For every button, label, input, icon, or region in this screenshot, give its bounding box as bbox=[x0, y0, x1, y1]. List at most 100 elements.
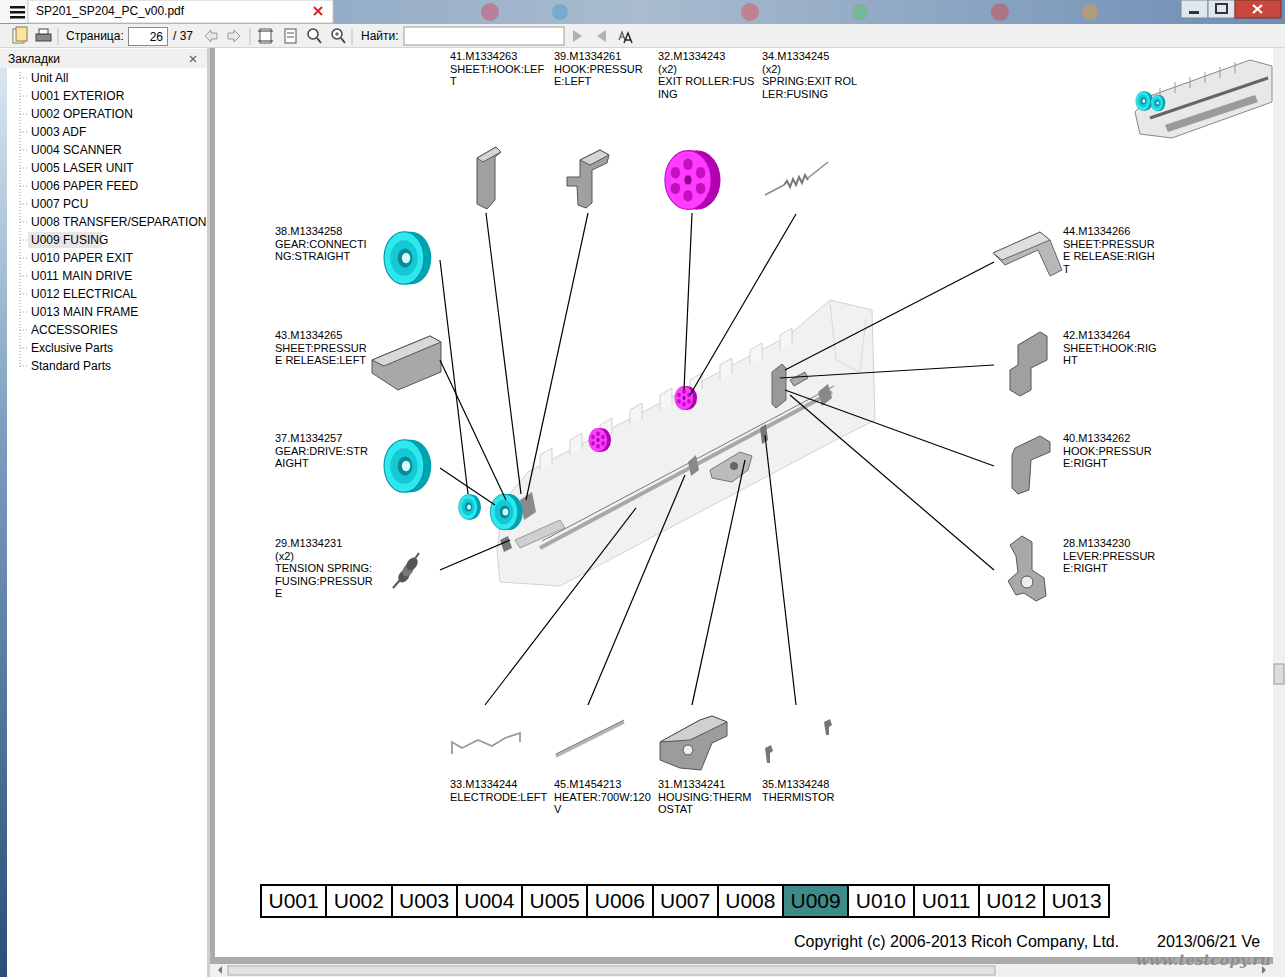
part-icons-part bbox=[414, 553, 419, 560]
bookmark-panel-part bbox=[0, 49, 208, 68]
bookmark-panel-part bbox=[0, 48, 208, 977]
callout-number: 37.M1334257 bbox=[275, 432, 373, 445]
unit-tab: U002 bbox=[325, 884, 392, 918]
part-description: (x2) bbox=[275, 550, 373, 563]
part-description: HEATER:700W:120V bbox=[554, 791, 652, 816]
bookmark-item: U012 ELECTRICAL bbox=[31, 287, 137, 301]
callout-number: 43.M1334265 bbox=[275, 329, 373, 342]
title-bar-part bbox=[1253, 5, 1262, 13]
part-description-slot: SHEET:HOOK:RIGHT bbox=[1063, 342, 1161, 367]
bookmark-item: Standard Parts bbox=[31, 359, 111, 373]
toolbar-part bbox=[352, 28, 353, 45]
part-icons-part bbox=[665, 151, 721, 210]
bookmark-item-slot: U006 PAPER FEED bbox=[31, 179, 138, 193]
part-description-slot: GEAR:CONNECTING:STRAIGHT bbox=[275, 238, 373, 263]
part-description: HOOK:PRESSURE:LEFT bbox=[554, 63, 652, 88]
callout-block: 38.M1334258GEAR:CONNECTING:STRAIGHT bbox=[275, 225, 373, 263]
document-area bbox=[210, 48, 1285, 977]
part-number-slot: 33.M1334244 bbox=[450, 778, 548, 791]
part-number-slot: 39.M1334261 bbox=[554, 50, 652, 63]
bookmark-item-slot: U011 MAIN DRIVE bbox=[31, 269, 132, 283]
callout-block: 45.M1454213HEATER:700W:120V bbox=[554, 778, 652, 816]
bookmark-item-slot: U007 PCU bbox=[31, 197, 88, 211]
part-description-slot: HOOK:PRESSURE:LEFT bbox=[554, 63, 652, 88]
leader-lines-part bbox=[690, 214, 796, 395]
title-bar-part bbox=[314, 7, 322, 15]
unit-tab: U005 bbox=[521, 884, 588, 918]
bookmark-item: U001 EXTERIOR bbox=[31, 89, 124, 103]
title-bar-part bbox=[10, 6, 25, 9]
bookmark-item: U010 PAPER EXIT bbox=[31, 251, 133, 265]
part-icons-part bbox=[1012, 436, 1050, 494]
part-description: GEAR:DRIVE:STRAIGHT bbox=[275, 445, 373, 470]
part-description-slot: HEATER:700W:120V bbox=[554, 791, 652, 816]
part-icons-part bbox=[404, 555, 420, 572]
fusing-assembly-part bbox=[730, 462, 738, 470]
part-icons-part bbox=[452, 733, 520, 754]
part-description: TENSION SPRING:FUSING:PRESSURE bbox=[275, 562, 373, 600]
toolbar-part bbox=[287, 33, 294, 37]
part-description: SPRING:EXIT ROLLER:FUSING bbox=[762, 75, 860, 100]
bookmark-item-slot: Unit All bbox=[31, 71, 68, 85]
callout-block: 33.M1334244ELECTRODE:LEFT bbox=[450, 778, 548, 803]
callout-number: 31.M1334241 bbox=[658, 778, 756, 791]
leader-lines-part bbox=[780, 365, 994, 378]
part-description-slot: LEVER:PRESSURE:RIGHT bbox=[1063, 550, 1161, 575]
callout-number: 41.M1334263 bbox=[450, 50, 548, 63]
title-bar-part bbox=[0, 0, 333, 23]
document-area-part bbox=[210, 48, 1273, 964]
part-icons-part bbox=[393, 580, 400, 588]
bookmark-item-slot: U005 LASER UNIT bbox=[31, 161, 134, 175]
title-bar-part bbox=[10, 16, 25, 19]
toolbar-part bbox=[308, 29, 318, 39]
copyright-note-slot: Copyright (c) 2006-2013 Ricoh Company, L… bbox=[794, 932, 1119, 951]
toolbar-label: Найти: bbox=[361, 29, 399, 43]
title-bar-part bbox=[481, 3, 499, 21]
fusing-assembly-part bbox=[540, 328, 792, 470]
part-description-slot: SPRING:EXIT ROLLER:FUSING bbox=[762, 75, 860, 100]
bookmark-panel-part bbox=[0, 68, 7, 977]
part-number-slot: 34.M1334245 bbox=[762, 50, 860, 63]
unit-tab: U009 bbox=[782, 884, 849, 918]
toolbar-part bbox=[317, 38, 321, 43]
title-bar-part bbox=[10, 11, 25, 14]
unit-tab-label: U002 bbox=[334, 889, 384, 913]
bookmark-item-slot: Exclusive Parts bbox=[31, 341, 113, 355]
toolbar-part bbox=[36, 34, 51, 41]
part-icons-part bbox=[993, 232, 1050, 260]
unit-tab-label: U011 bbox=[922, 889, 971, 913]
unit-tab: U006 bbox=[586, 884, 653, 918]
toolbar-part bbox=[58, 28, 59, 45]
thumbnail-assembly-part bbox=[1165, 95, 1258, 132]
part-description-slot: EXIT ROLLER:FUSING bbox=[658, 75, 756, 100]
part-icons-part bbox=[372, 336, 441, 366]
part-number-slot: 42.M1334264 bbox=[1063, 329, 1161, 342]
part-description-slot: SHEET:HOOK:LEFT bbox=[450, 63, 548, 88]
part-description-slot: (x2) bbox=[275, 550, 373, 563]
bookmark-item-slot: U013 MAIN FRAME bbox=[31, 305, 138, 319]
page-count: / 37 bbox=[173, 29, 193, 43]
leader-lines-part bbox=[526, 213, 588, 500]
fusing-assembly-part bbox=[790, 372, 808, 386]
part-description-slot: HOUSING:THERMOSTAT bbox=[658, 791, 756, 816]
toolbar-part bbox=[228, 30, 240, 42]
part-icons-part bbox=[556, 720, 624, 754]
document-area-part bbox=[1274, 664, 1284, 684]
unit-tab-label: U013 bbox=[1052, 889, 1102, 913]
callout-block: 35.M1334248THERMISTOR bbox=[762, 778, 860, 803]
title-bar bbox=[0, 0, 1285, 24]
title-bar-part bbox=[1082, 4, 1098, 20]
part-description-slot: ELECTRODE:LEFT bbox=[450, 791, 548, 804]
toolbar-part bbox=[205, 30, 217, 42]
toolbar-part bbox=[258, 41, 273, 42]
toolbar-label-slot: Страница: bbox=[66, 29, 124, 43]
bookmark-item: U002 OPERATION bbox=[31, 107, 133, 121]
fusing-assembly-part bbox=[540, 392, 832, 548]
window-title-slot: SP201_SP204_PC_v00.pdf bbox=[36, 4, 184, 18]
fusing-assembly-part bbox=[688, 455, 699, 476]
title-bar-part bbox=[0, 0, 1285, 24]
part-description-slot: SHEET:PRESSURE RELEASE:RIGHT bbox=[1063, 238, 1161, 276]
part-number-slot: 45.M1454213 bbox=[554, 778, 652, 791]
title-bar-part bbox=[28, 0, 333, 23]
toolbar-part bbox=[619, 32, 625, 40]
